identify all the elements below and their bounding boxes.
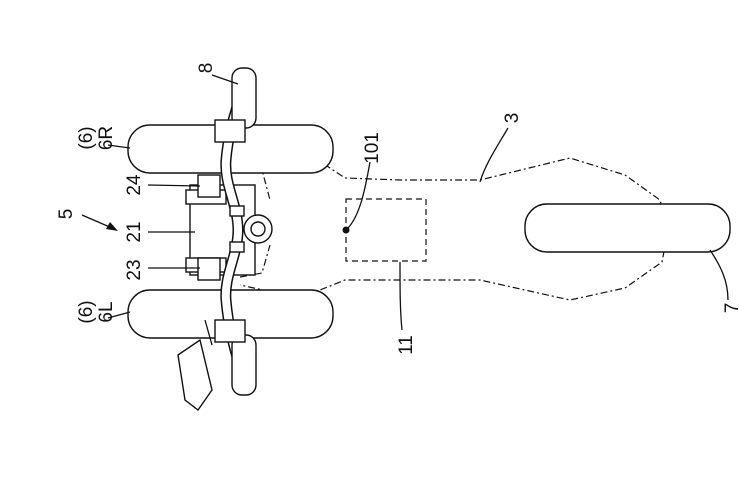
mirror [177, 338, 213, 412]
leader-101 [347, 161, 371, 229]
rear-wheel-7 [524, 203, 731, 253]
label-3: 3 [502, 113, 523, 124]
label-6l-paren: (6) [76, 300, 97, 323]
leader-3 [479, 127, 509, 183]
suspension-bracket-23 [197, 257, 221, 281]
steering-pivot-inner [250, 221, 266, 237]
leader-24 [147, 184, 201, 187]
mirror-stem [204, 319, 213, 346]
leader-5-arrow [106, 222, 118, 231]
lever-clamp-left [214, 319, 246, 343]
label-6r-paren: (6) [76, 126, 97, 149]
label-24: 24 [124, 174, 145, 196]
label-6l: 6L [96, 301, 117, 322]
leader-6r [107, 144, 131, 149]
label-6r: 6R [96, 126, 117, 150]
body-inner-line-bottom [239, 244, 271, 278]
leader-5 [81, 214, 113, 229]
control-unit-101 [345, 198, 427, 262]
handlebar-mount-upper [229, 205, 245, 217]
grip-left [231, 334, 257, 396]
leader-8 [211, 74, 239, 85]
leader-11 [399, 261, 403, 331]
vehicle-body-outline [239, 147, 669, 301]
label-11: 11 [396, 335, 417, 355]
label-7: 7 [722, 303, 740, 314]
handlebar-mount-lower [229, 241, 245, 253]
label-5: 5 [56, 209, 77, 220]
suspension-bracket-24 [197, 174, 221, 198]
leader-7 [709, 249, 729, 301]
control-unit-dot [342, 226, 350, 234]
label-21: 21 [124, 221, 145, 242]
grip-right [231, 67, 257, 129]
label-101: 101 [362, 132, 383, 164]
lever-clamp-right [214, 119, 246, 143]
leader-6l [107, 311, 131, 319]
label-8: 8 [196, 63, 217, 74]
label-23: 23 [124, 259, 145, 280]
